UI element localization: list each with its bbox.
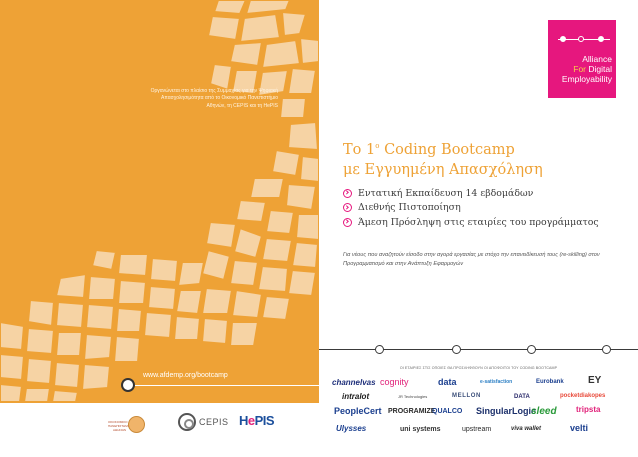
company-logo: upstream [462, 426, 492, 433]
company-logo: uni systems [400, 426, 441, 433]
bootcamp-url-link[interactable]: www.afdemp.org/bootcamp [143, 372, 228, 379]
hepis-logo: HePIS [239, 413, 275, 428]
page-title: Το 1ο Coding Bootcamp με Εγγυημένη Απασχ… [343, 136, 543, 180]
cepis-logo: CEPIS [178, 413, 229, 431]
companies-label: ΟΙ ΕΤΑΙΡΙΕΣ ΣΤΙΣ ΟΠΟΙΕΣ ΘΑ ΠΡΟΣΛΗΦΘΟΥΝ Ο… [399, 366, 558, 370]
company-logo: MELLON [452, 393, 481, 399]
mosaic-pattern [0, 0, 319, 403]
company-logo: velti [570, 423, 589, 433]
company-logo: PeopleCert [334, 406, 382, 416]
partner-logo-strip: ΟΙΚΟΝΟΜΙΚΟ ΠΑΝΕΠΙΣΤΗΜΙΟ ΑΘΗΝΩΝ CEPIS HeP… [0, 403, 319, 457]
company-logo: channelvas [332, 378, 376, 387]
alliance-digital-employability-logo: Alliance For Digital Employability [548, 20, 616, 98]
company-logo: JR Technologies [398, 394, 428, 399]
hepis-e: e [247, 413, 255, 428]
company-logo: data [438, 377, 457, 387]
logo-line2: For Digital [573, 64, 612, 74]
company-logo: cognity [380, 377, 409, 387]
company-logo: sleed [531, 406, 557, 417]
logo-dot-icon [560, 36, 566, 42]
company-logo: QUALCO [432, 408, 463, 415]
logo-line [558, 39, 610, 40]
company-logo-grid: channelvas cognity data e-satisfaction E… [328, 375, 634, 455]
chevron-circle-icon [343, 217, 352, 227]
timeline-start-dot [121, 378, 135, 392]
chevron-circle-icon [343, 188, 352, 198]
hepis-pis: PIS [254, 413, 275, 428]
company-logo: DATA [514, 394, 530, 400]
afdemp-logo: ΟΙΚΟΝΟΜΙΚΟ ΠΑΝΕΠΙΣΤΗΜΙΟ ΑΘΗΝΩΝ [108, 414, 168, 436]
logo-line3: Employability [561, 74, 612, 84]
university-seal-icon [128, 416, 145, 433]
title-line1: Το 1ο Coding Bootcamp [343, 141, 515, 158]
logo-line1: Alliance [582, 54, 612, 64]
feature-item: Διεθνής Πιστοποίηση [343, 201, 599, 215]
organizer-text: Οργανώνεται στο πλαίσιο της Συμμαχίας γι… [150, 88, 278, 109]
timeline-dot [602, 345, 611, 354]
cepis-wordmark: CEPIS [199, 417, 229, 427]
company-logo: Ulysses [336, 424, 367, 433]
logo-text: Alliance For Digital Employability [548, 54, 612, 84]
features-list: Εντατική Εκπαίδευση 14 εβδομάδων Διεθνής… [343, 186, 599, 230]
url-underline [128, 385, 319, 387]
title-line2: με Εγγυημένη Απασχόληση [343, 161, 543, 178]
company-logo: intralot [342, 392, 370, 401]
timeline-dot [452, 345, 461, 354]
timeline-dot [375, 345, 384, 354]
company-logo: EY [588, 375, 602, 386]
timeline-dot [527, 345, 536, 354]
cepis-mark-icon [178, 413, 196, 431]
company-logo: viva wallet [511, 426, 542, 432]
logo-dot-icon [598, 36, 604, 42]
description-text: Για νέους που αναζητούν είσοδο στην αγορ… [343, 252, 600, 267]
hepis-h: H [239, 413, 248, 428]
timeline-line [319, 349, 638, 351]
company-logo: SingularLogic [476, 406, 537, 416]
company-logo: pocketdiakopes [560, 393, 606, 399]
feature-item: Εντατική Εκπαίδευση 14 εβδομάδων [343, 186, 599, 200]
company-logo: e-satisfaction [480, 379, 513, 385]
chevron-circle-icon [343, 203, 352, 212]
company-logo: Eurobank [536, 379, 564, 385]
logo-dot-icon [578, 36, 584, 42]
afdemp-caption: ΟΙΚΟΝΟΜΙΚΟ ΠΑΝΕΠΙΣΤΗΜΙΟ ΑΘΗΝΩΝ [108, 420, 131, 432]
company-logo: tripsta [576, 405, 601, 414]
left-panel: Οργανώνεται στο πλαίσιο της Συμμαχίας γι… [0, 0, 319, 457]
company-logo: PROGRAMIZE [388, 408, 436, 415]
feature-item: Άμεση Πρόσληψη στις εταιρίες του προγράμ… [343, 215, 599, 229]
